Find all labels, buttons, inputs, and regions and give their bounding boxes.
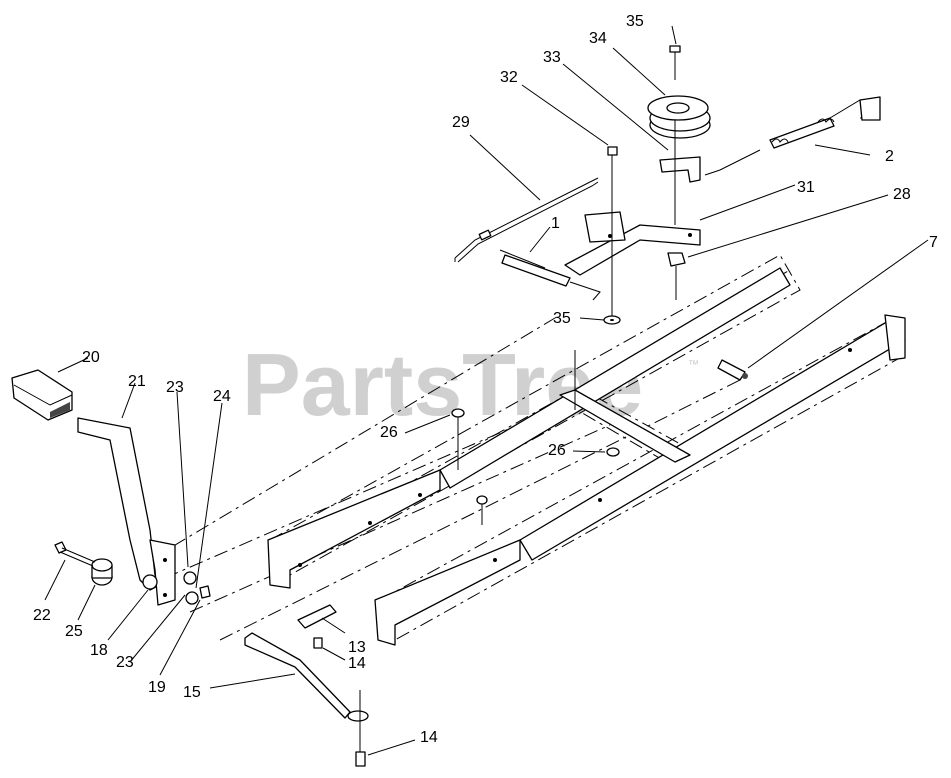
tension-spring (704, 96, 881, 176)
watermark-trademark: ™ (688, 359, 699, 371)
callout-26-upper: 26 (380, 424, 398, 441)
nut-misc (476, 495, 488, 525)
callout-18: 18 (90, 642, 108, 659)
pedal-pad (11, 369, 73, 421)
callout-14-upper: 14 (348, 655, 366, 672)
callout-32: 33 (543, 49, 561, 66)
frame-rail-right (374, 314, 906, 646)
callout-30: 31 (797, 179, 815, 196)
brake-rod (454, 177, 599, 263)
callout-19: 19 (148, 679, 166, 696)
callout-1: 1 (551, 215, 560, 232)
callout-20: 20 (82, 349, 100, 366)
callout-labels: 35 34 33 32 29 2 31 28 1 7 35 20 21 23 2… (33, 13, 938, 746)
callout-31: 32 (500, 69, 518, 86)
callout-34: 35 (626, 13, 644, 30)
idler-bracket (564, 211, 701, 276)
callout-13: 13 (348, 639, 366, 656)
idler-pulley (647, 95, 711, 139)
leader-lines (44, 25, 929, 756)
nut-26-upper (451, 408, 465, 470)
crossmember (559, 350, 691, 463)
pedal-bushing (91, 558, 113, 586)
callout-15: 15 (183, 684, 201, 701)
callout-2: 2 (885, 148, 894, 165)
callout-22: 22 (33, 607, 51, 624)
frame-rail-left (267, 267, 791, 589)
callout-23-bottom: 23 (116, 654, 134, 671)
brake-spring (499, 249, 601, 301)
brake-link-rod (244, 632, 369, 767)
callout-25: 25 (65, 623, 83, 640)
pedal-washers (142, 571, 211, 605)
frame-rails (149, 254, 906, 641)
callout-35: 35 (553, 310, 571, 327)
bracket-bolt (607, 146, 618, 320)
callout-23-top: 23 (166, 379, 184, 396)
callout-14-lower: 14 (420, 729, 438, 746)
idler-bolt (669, 45, 681, 225)
idler-spacer (659, 156, 701, 183)
callout-26-lower: 26 (548, 442, 566, 459)
washer-35 (603, 315, 621, 325)
nut-26-lower (606, 447, 620, 457)
pedal-bolt (54, 541, 96, 567)
nut-28 (667, 252, 686, 300)
callout-28: 28 (893, 186, 911, 203)
cable-end-7 (717, 359, 748, 381)
callout-7: 7 (929, 234, 938, 251)
callout-21: 21 (128, 373, 146, 390)
callout-24: 24 (213, 388, 231, 405)
callout-29: 29 (452, 114, 470, 131)
brake-pedal (77, 417, 176, 606)
bracket-13 (297, 604, 337, 649)
callout-33: 34 (589, 30, 607, 47)
